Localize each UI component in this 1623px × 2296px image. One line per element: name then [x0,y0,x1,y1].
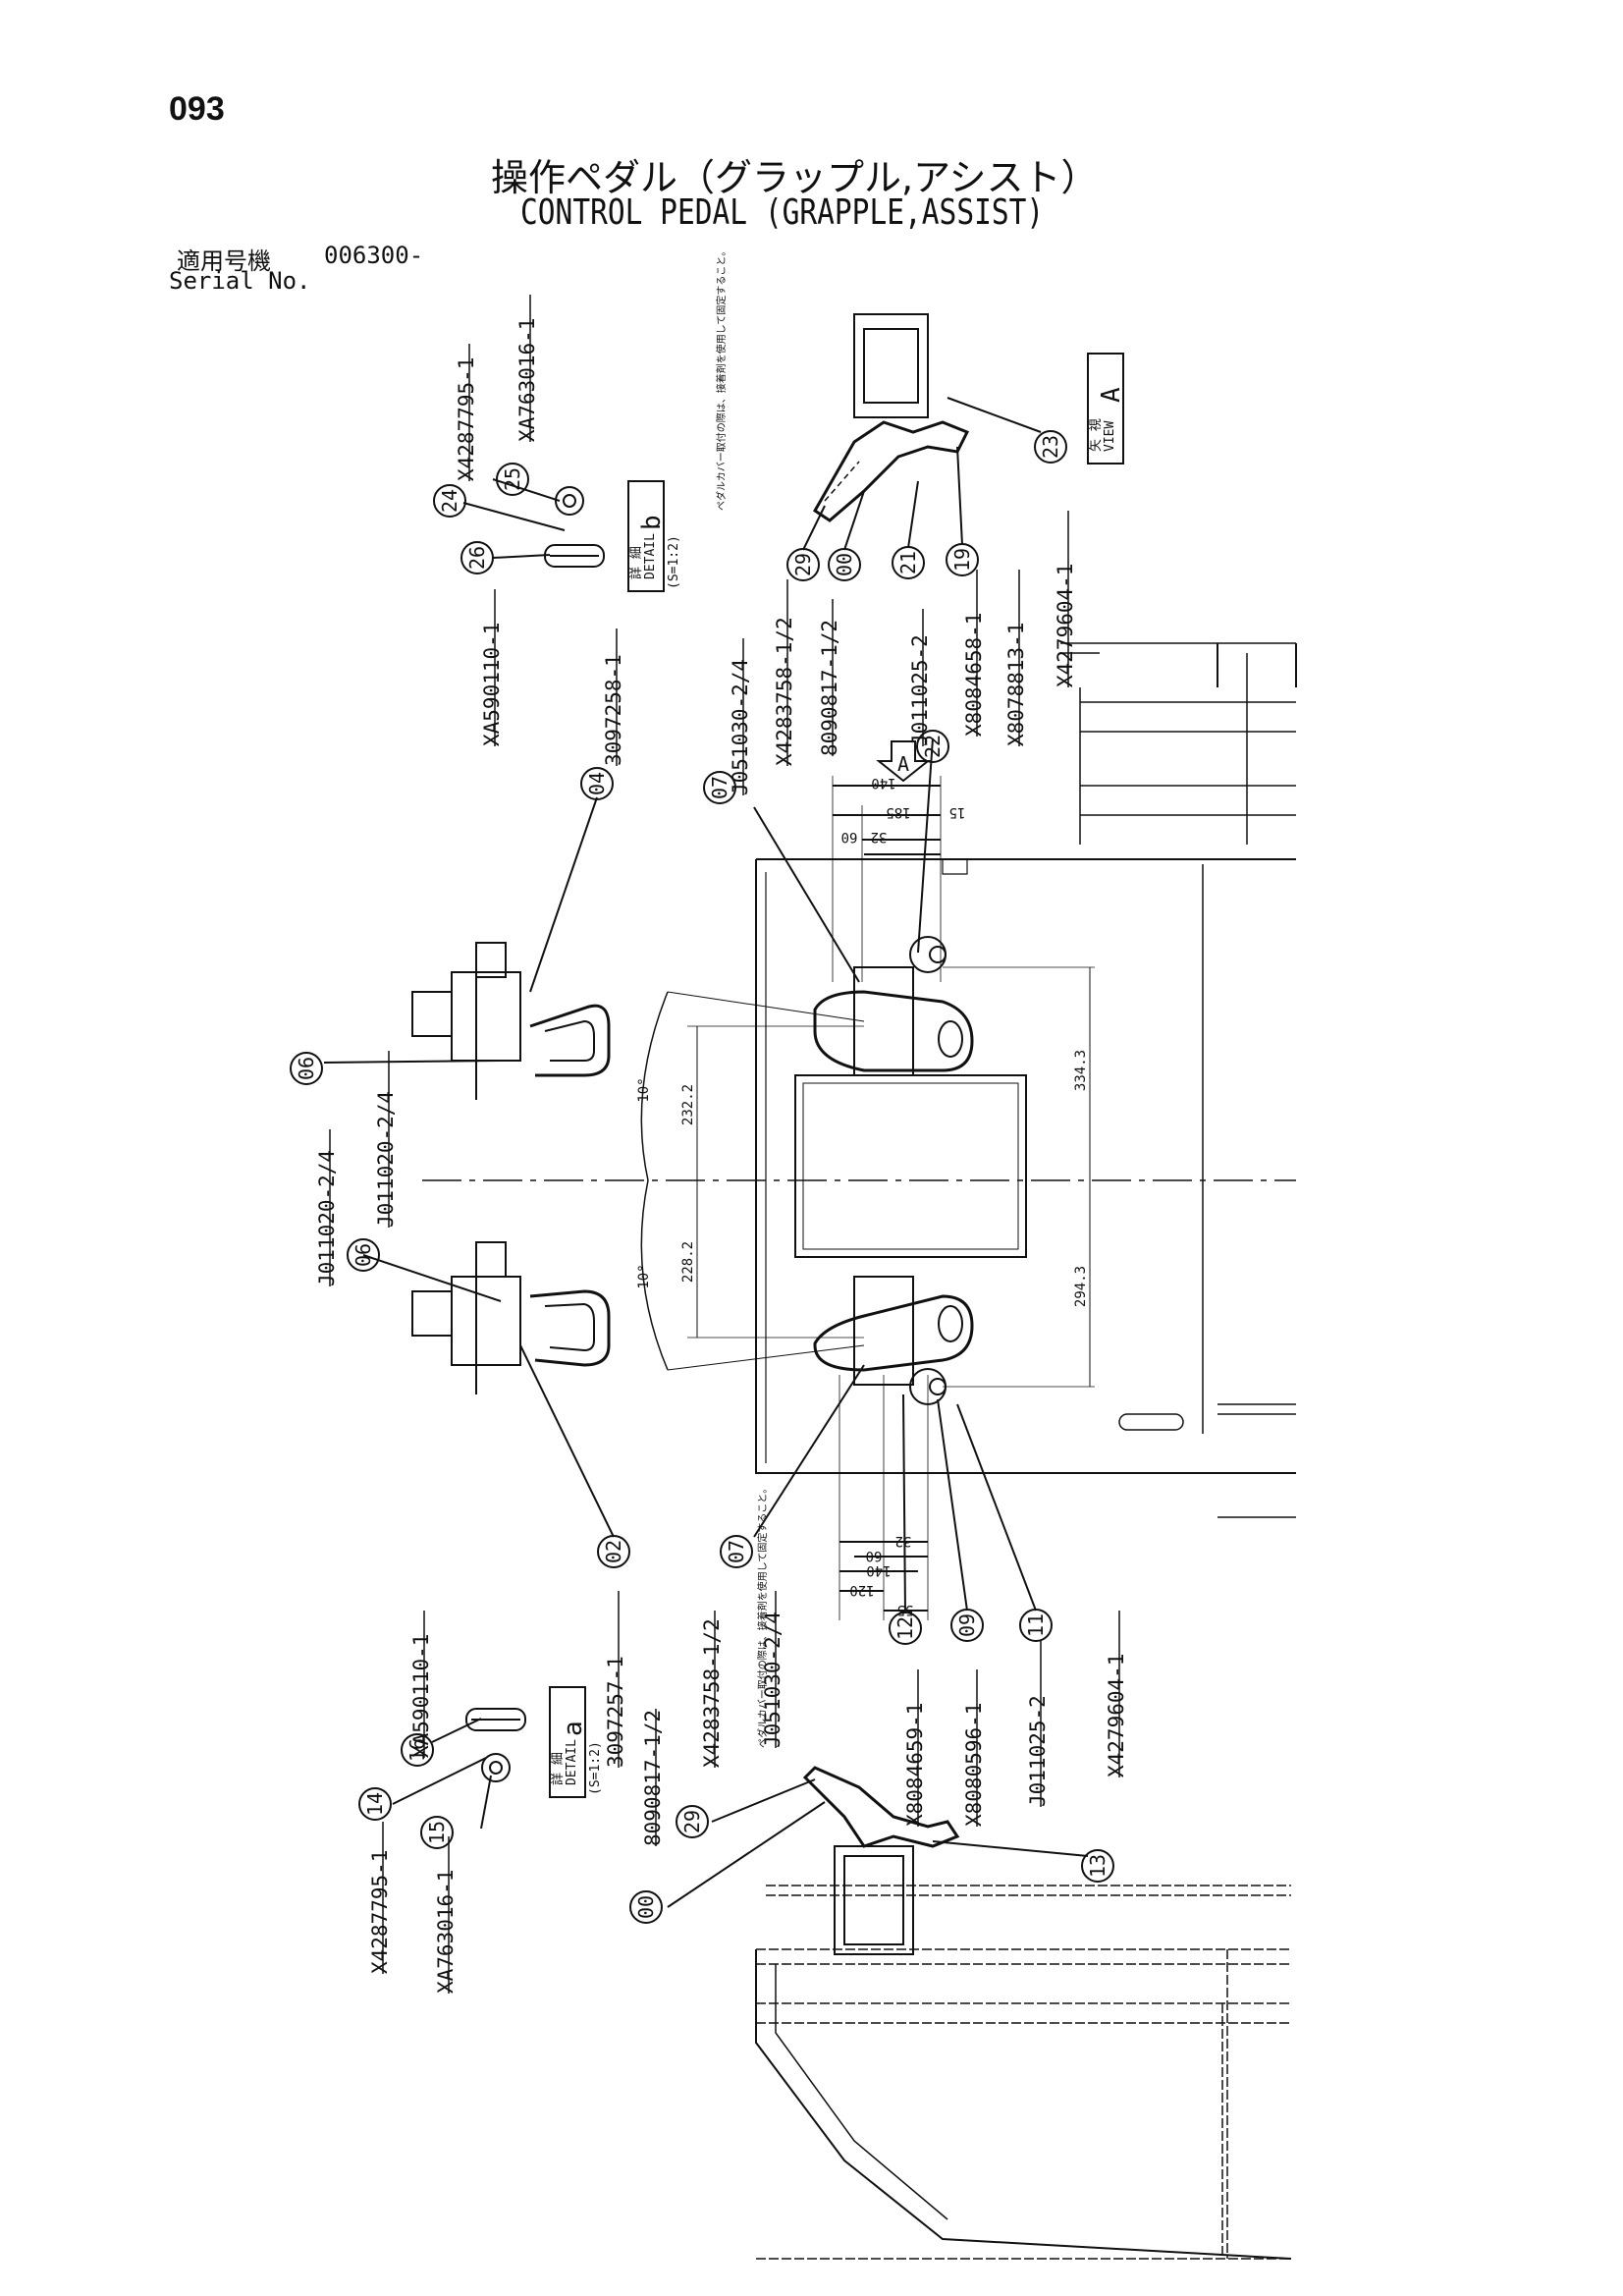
detail-a-letter: a [559,1721,588,1736]
part-number: X8084658-1 [962,613,986,737]
callout-11: 11 [1024,1613,1048,1637]
detail-b-box [627,480,665,592]
note-bottom: ペダルカバー取付の際は、接着剤を使用して固定すること。 [756,1484,769,1748]
callout-16: 16 [406,1738,429,1762]
part-number: X8084659-1 [903,1703,927,1827]
part-number: XA590110-1 [409,1634,433,1758]
note-top: ペダルカバー取付の際は、接着剤を使用して固定すること。 [715,246,728,511]
callout-12: 12 [893,1616,917,1640]
dimension-label: 32 [895,1533,912,1549]
callout-02: 02 [602,1540,625,1563]
part-number: X4279604-1 [1105,1654,1128,1777]
part-number: 8090817-1/2 [818,620,841,756]
serial-label-japanese: 適用号機 [177,247,271,275]
detail-a-bolt [465,1708,526,1782]
part-number: X4287795-1 [368,1850,392,1974]
part-number: XA763016-1 [515,318,539,442]
part-number: X4279604-1 [1054,564,1077,687]
pedal-left-top [411,942,611,1100]
dimension-label: 228.2 [680,1241,696,1283]
callout-00-top: 00 [833,553,856,576]
serial-value: 006300- [324,242,424,269]
part-number: X8080596-1 [962,1703,986,1827]
dimension-label: 55 [897,1602,914,1617]
part-number: X4283758-1/2 [700,1618,724,1768]
part-number: J011025-2 [1026,1695,1050,1807]
callout-07-bottom: 07 [725,1540,748,1563]
view-a-label-en: VIEW [1103,421,1117,452]
callout-06-bottom: 06 [352,1243,375,1267]
callout-25: 25 [501,467,524,491]
callout-26: 26 [465,546,489,570]
callout-24: 24 [438,489,461,513]
title-japanese: 操作ペダル（グラップル,アシスト） [491,156,1099,199]
dimension-label: 294.3 [1073,1266,1089,1307]
view-a-box [1087,353,1124,465]
angle-label: 10° [636,1264,652,1288]
part-number: J051030-2/4 [729,659,752,795]
callout-22: 22 [921,735,945,758]
dimension-label: 60 [841,829,858,845]
callout-14: 14 [363,1792,387,1816]
serial-label-english: Serial No. [169,267,311,295]
dimension-label: 185 [886,804,910,820]
dimension-label: 334.3 [1073,1050,1089,1091]
part-number: XA590110-1 [480,623,504,746]
part-number: X4283758-1/2 [773,617,796,766]
part-number: J051030-2/4 [761,1612,784,1748]
view-a-label-jp: 矢 視 [1089,418,1104,452]
view-arrow-a [876,740,931,783]
callout-09: 09 [955,1613,979,1637]
callout-04: 04 [585,772,609,795]
detail-a-label-en: DETAIL [565,1739,579,1785]
arrow-a-letter: A [897,752,909,776]
part-number: X4287795-1 [455,357,478,481]
page-number: 093 [169,90,225,128]
detail-b-label-jp: 詳 細 [628,546,644,579]
assembly-bottom [802,1766,960,1955]
part-number: J011020-2/4 [374,1091,398,1228]
dimension-label: 32 [871,829,888,845]
part-number: J011020-2/4 [315,1150,339,1286]
view-a-letter: A [1097,387,1126,403]
part-number: X8078813-1 [1004,623,1028,746]
part-number: 3097257-1 [604,1656,627,1768]
detail-a-scale: (S=1:2) [588,1741,603,1795]
pedal-left-bottom [411,1241,611,1394]
part-number: J011025-2 [908,634,932,746]
angle-label: 10° [636,1077,652,1102]
callout-00-bottom: 00 [634,1895,658,1919]
dimension-label: 15 [949,804,966,820]
part-number: 3097258-1 [602,654,625,766]
detail-b-scale: (S=1:2) [667,535,681,589]
pedal-top-plan [813,990,974,1072]
dimension-label: 120 [849,1582,874,1598]
detail-b-label-en: DETAIL [643,533,658,579]
pedal-bottom-plan [813,1294,974,1372]
title-english: CONTROL PEDAL (GRAPPLE,ASSIST) [520,192,1045,233]
detail-a-box [549,1686,586,1798]
callout-23: 23 [1039,435,1062,459]
dimension-label: 140 [871,775,895,791]
detail-b-letter: b [637,515,667,530]
callout-13: 13 [1086,1854,1109,1878]
dimension-label: 232.2 [680,1084,696,1125]
part-number: XA763016-1 [434,1870,458,1994]
callout-21: 21 [896,551,920,574]
detail-a-label-jp: 詳 細 [550,1752,566,1785]
callout-06-top: 06 [295,1057,318,1080]
callout-19: 19 [950,548,974,572]
dimension-label: 140 [866,1562,891,1578]
callout-15: 15 [425,1821,449,1844]
callout-07-top: 07 [708,776,731,799]
callout-29-top: 29 [791,553,815,576]
floor-plate-outline [755,858,1296,1474]
assembly-view-a [813,313,970,522]
part-number: 8090817-1/2 [641,1710,665,1846]
callout-29-bottom: 29 [680,1810,704,1833]
floor-opening [794,1074,1027,1258]
dimension-label: 60 [866,1548,883,1563]
